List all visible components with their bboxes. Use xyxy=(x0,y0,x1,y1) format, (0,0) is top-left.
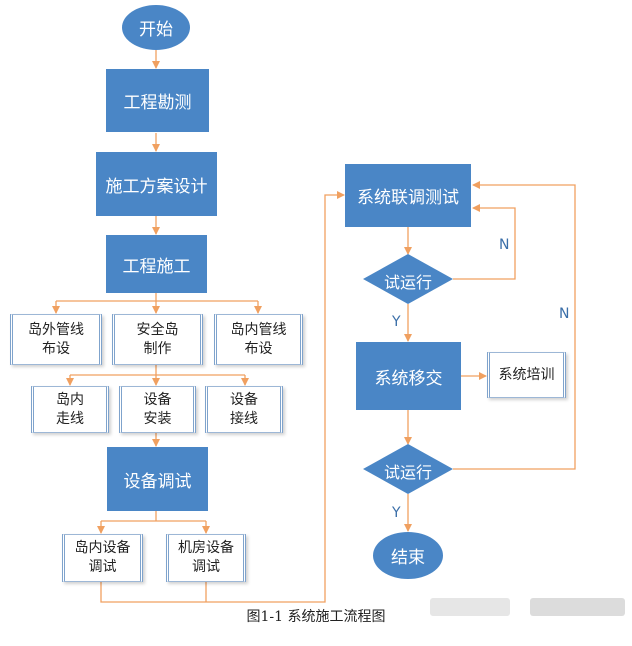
trial-run-1-label: 试运行 xyxy=(383,273,432,292)
yes-label-1: Y xyxy=(392,314,401,330)
trial-run-2-diamond xyxy=(363,444,453,494)
plan-design-node: 施工方案设计 xyxy=(96,152,217,216)
equip-install-node: 设备 安装 xyxy=(119,386,196,433)
room-equip-debug-node: 机房设备 调试 xyxy=(166,534,246,582)
survey-node: 工程勘测 xyxy=(106,69,209,132)
joint-test-node: 系统联调测试 xyxy=(345,164,471,227)
trial-run-2-label: 试运行 xyxy=(383,463,432,482)
equip-wiring-node: 设备 接线 xyxy=(205,386,283,433)
watermark-blur xyxy=(430,598,510,616)
start-node: 开始 xyxy=(122,5,190,50)
equip-debug-node: 设备调试 xyxy=(107,447,208,511)
no-label-loop-1: N xyxy=(499,237,510,253)
training-node: 系统培训 xyxy=(487,352,566,398)
no-label-loop-2: N xyxy=(559,306,570,322)
inner-equip-debug-node: 岛内设备 调试 xyxy=(62,534,143,582)
trial-run-1-diamond xyxy=(363,254,453,304)
inner-pipe-node: 岛内管线 布设 xyxy=(214,314,303,365)
inner-route-node: 岛内 走线 xyxy=(31,386,109,433)
outer-pipe-node: 岛外管线 布设 xyxy=(10,314,102,365)
handover-node: 系统移交 xyxy=(356,342,461,410)
figure-caption: 图1-1 系统施工流程图 xyxy=(246,609,386,625)
safety-island-node: 安全岛 制作 xyxy=(112,314,203,365)
end-node: 结束 xyxy=(373,532,443,579)
construction-node: 工程施工 xyxy=(106,235,207,293)
watermark-blur xyxy=(530,598,625,616)
yes-label-2: Y xyxy=(392,505,401,521)
